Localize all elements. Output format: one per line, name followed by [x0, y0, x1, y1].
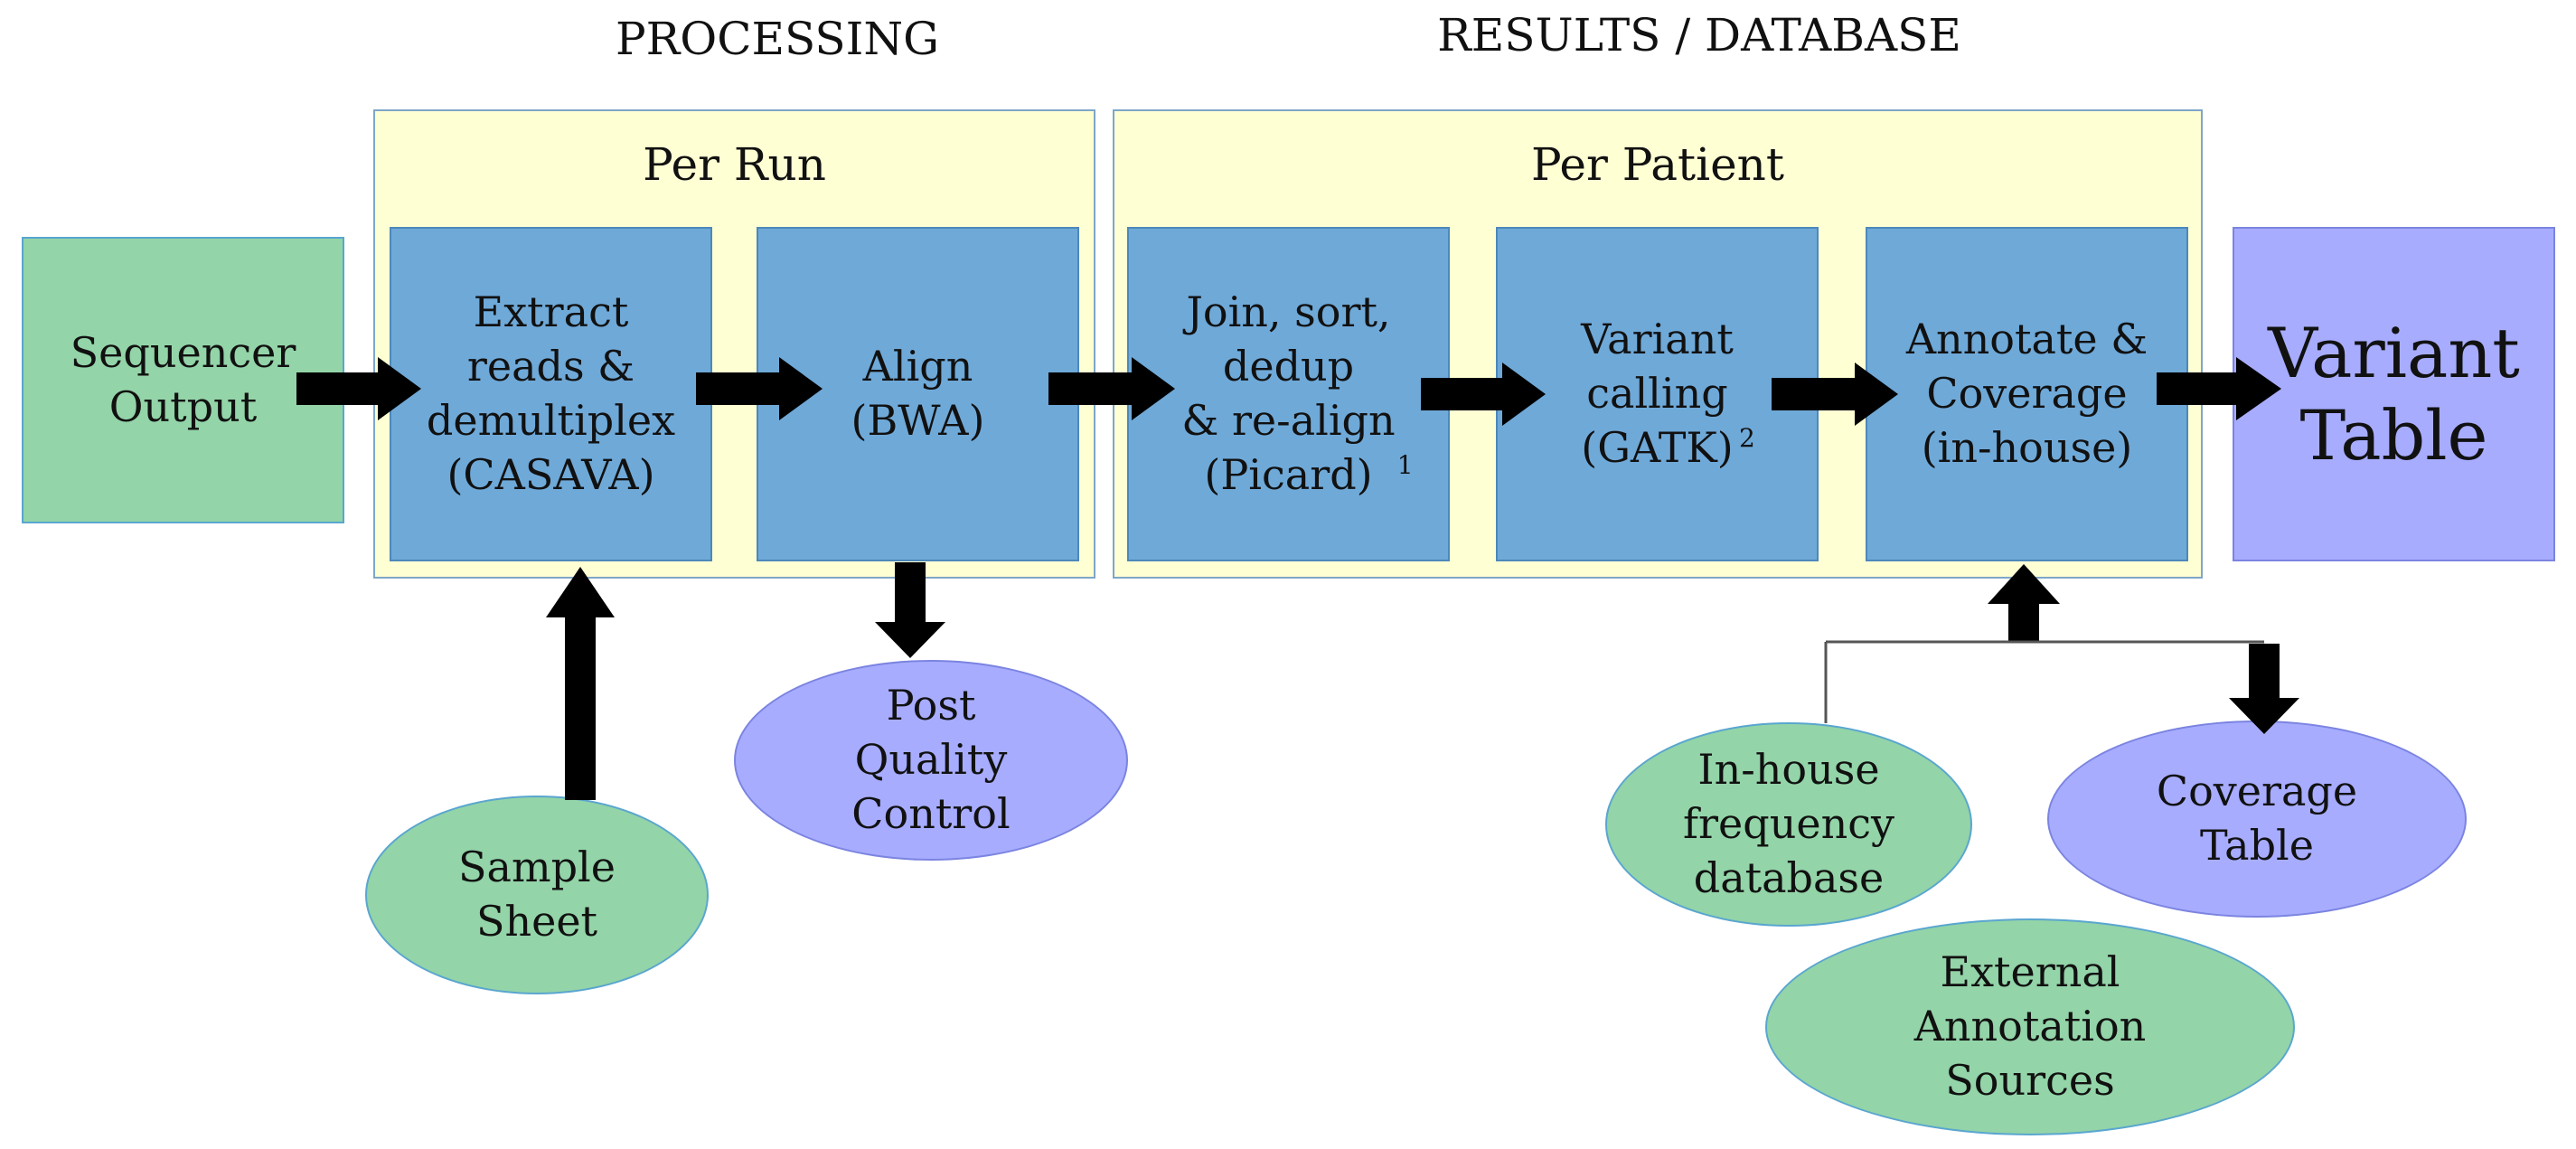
results-database-heading: RESULTS / DATABASE	[1437, 9, 1961, 61]
arrow-to-coverage-table	[2229, 644, 2299, 734]
arrow-sequencer-to-extract	[296, 357, 421, 420]
arrow-annotate-to-variant-table	[2157, 357, 2281, 420]
arrow-align-to-join	[1048, 357, 1175, 420]
arrow-align-to-post-qc	[875, 562, 945, 658]
arrow-sample-sheet-to-extract	[546, 567, 615, 800]
variant-calling-label: Variant calling (GATK)	[1581, 315, 1734, 472]
in-house-frequency-database-node: In-house frequency database	[1605, 722, 1972, 927]
per-patient-label: Per Patient	[1531, 138, 1784, 191]
arrow-join-to-variant-calling	[1421, 363, 1546, 426]
variant-table-node: Variant Table	[2233, 227, 2555, 561]
arrow-extract-to-align	[696, 357, 823, 420]
join-sort-node: Join, sort, dedup & re-align (Picard) 1	[1127, 227, 1450, 561]
footnote-2-marker: 2	[1739, 423, 1755, 454]
arrow-variant-calling-to-annotate	[1772, 363, 1898, 426]
per-run-label: Per Run	[643, 138, 826, 191]
footnote-1-marker: 1	[1396, 450, 1414, 481]
variant-calling-node: Variant calling (GATK) 2	[1496, 227, 1819, 561]
processing-heading: PROCESSING	[615, 13, 940, 65]
sample-sheet-node: Sample Sheet	[365, 796, 709, 994]
post-quality-control-node: Post Quality Control	[734, 660, 1128, 861]
external-annotation-sources-node: External Annotation Sources	[1765, 918, 2295, 1135]
join-sort-label: Join, sort, dedup & re-align (Picard)	[1181, 287, 1396, 499]
coverage-table-node: Coverage Table	[2047, 720, 2467, 918]
arrow-databases-to-annotate	[1988, 564, 2060, 642]
extract-reads-node: Extract reads & demultiplex (CASAVA)	[390, 227, 712, 561]
sequencer-output-node: Sequencer Output	[22, 237, 344, 523]
